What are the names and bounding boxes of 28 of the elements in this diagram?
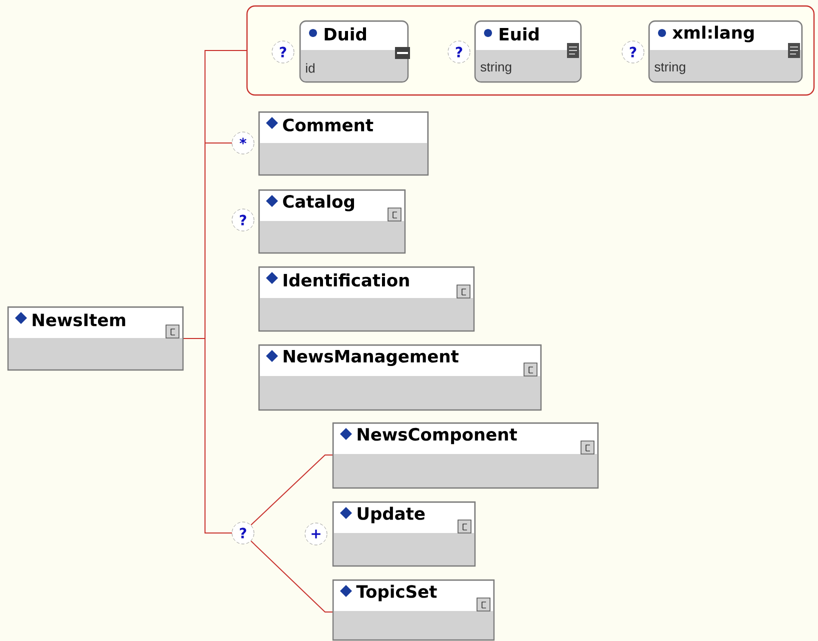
element-box [648, 20, 803, 83]
element-box [258, 111, 429, 176]
element-box [332, 579, 495, 641]
element-name: Catalog [283, 194, 354, 212]
element-box [474, 20, 582, 83]
type-name: id [306, 63, 314, 73]
connector-line [250, 540, 334, 612]
element-name: NewsComponent [358, 428, 517, 444]
element-name: NewsItem [32, 314, 126, 326]
element-box [332, 422, 599, 489]
type-name: string [654, 62, 686, 74]
element-box [7, 306, 184, 371]
connector-line [250, 454, 334, 526]
element-box [258, 266, 475, 332]
element-name: Duid [324, 27, 366, 41]
element-box [299, 20, 410, 83]
element-name: NewsManagement [284, 350, 459, 366]
element-name: Euid [500, 27, 538, 41]
element-name: xml:lang [672, 26, 754, 42]
element-box [332, 501, 476, 567]
element-name: Identification [284, 273, 409, 287]
element-name: Comment [283, 118, 374, 132]
element-name: TopicSet [356, 584, 437, 602]
element-box [258, 344, 542, 411]
type-name: string [480, 62, 512, 74]
connector-line [182, 338, 232, 534]
element-box [258, 189, 406, 254]
element-name: Update [358, 506, 425, 524]
